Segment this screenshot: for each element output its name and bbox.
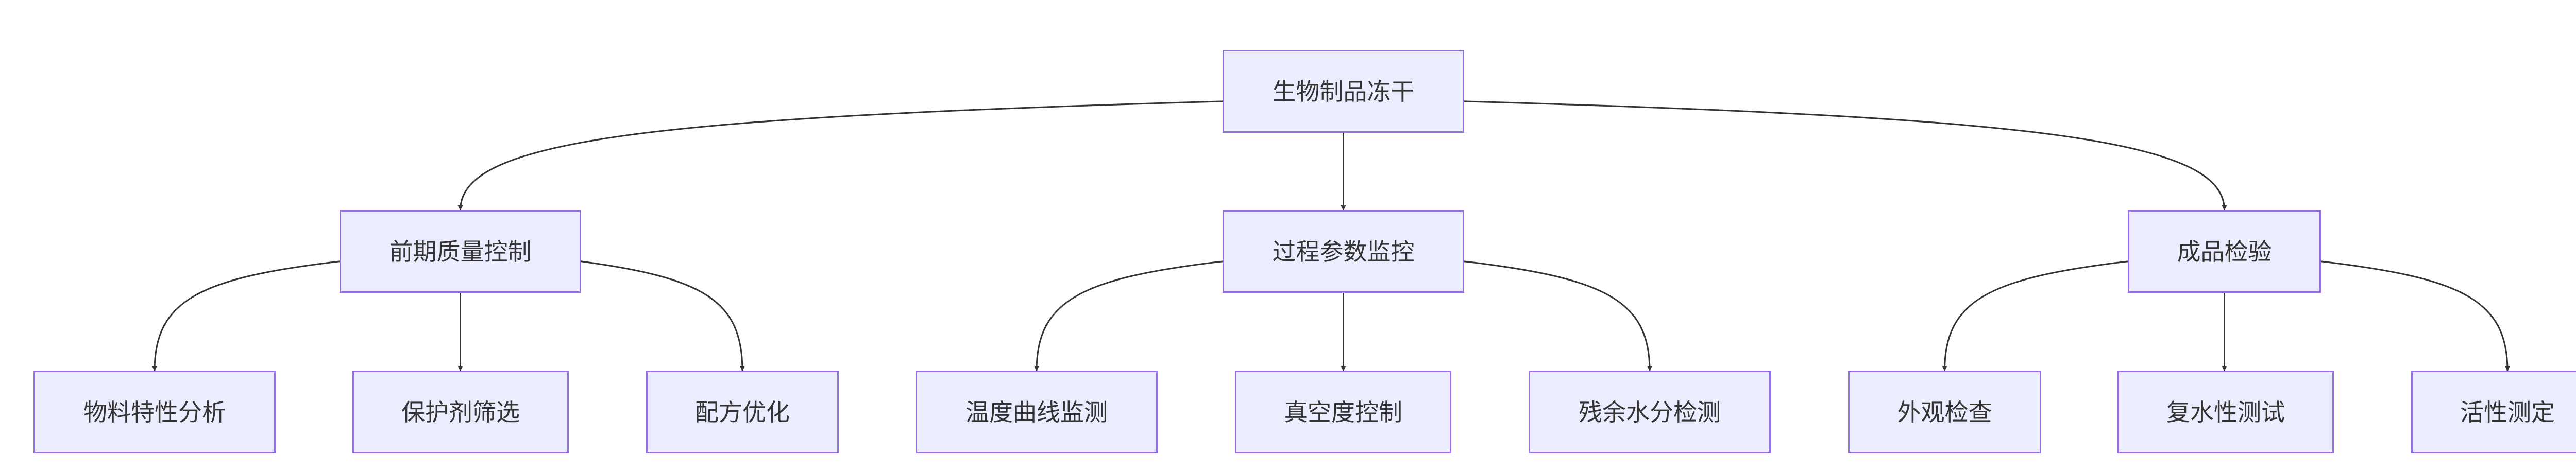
node-leaf-vacuum-control: 真空度控制 bbox=[1235, 371, 1451, 453]
edge-branch-3-to-leaf-1 bbox=[1942, 260, 2128, 371]
edge-branch-3-to-leaf-3 bbox=[2320, 260, 2510, 371]
node-leaf-appearance-check: 外观检查 bbox=[1848, 371, 2041, 453]
edge-branch-1-to-leaf-3 bbox=[581, 260, 745, 371]
edge-root-to-branch-3 bbox=[1464, 100, 2227, 211]
node-root: 生物制品冻干 bbox=[1223, 50, 1464, 133]
node-branch-process-monitoring: 过程参数监控 bbox=[1223, 210, 1464, 293]
edge-branch-2-to-leaf-3 bbox=[1464, 260, 1652, 371]
node-leaf-temperature-monitoring: 温度曲线监测 bbox=[916, 371, 1158, 453]
edge-root-to-branch-1 bbox=[457, 100, 1223, 211]
node-leaf-material-analysis: 物料特性分析 bbox=[33, 371, 276, 453]
node-leaf-residual-moisture: 残余水分检测 bbox=[1529, 371, 1771, 453]
edge-branch-2-to-leaf-1 bbox=[1034, 260, 1223, 371]
node-branch-quality-control: 前期质量控制 bbox=[340, 210, 581, 293]
node-leaf-formulation-optimization: 配方优化 bbox=[646, 371, 839, 453]
node-leaf-activity-assay: 活性测定 bbox=[2411, 371, 2576, 453]
node-branch-product-inspection: 成品检验 bbox=[2128, 210, 2321, 293]
node-leaf-reconstitution-test: 复水性测试 bbox=[2117, 371, 2334, 453]
node-leaf-protectant-screening: 保护剂筛选 bbox=[352, 371, 569, 453]
edge-branch-1-to-leaf-1 bbox=[152, 260, 340, 371]
